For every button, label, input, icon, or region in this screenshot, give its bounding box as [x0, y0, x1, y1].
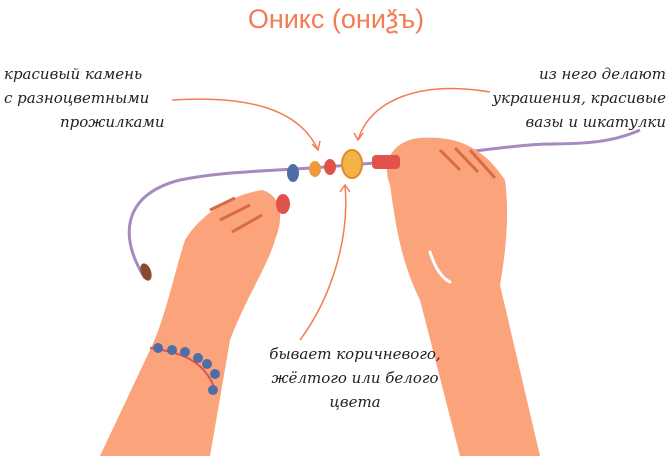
bead-orange	[309, 161, 321, 177]
left-fingernail	[276, 194, 290, 214]
right-hand	[386, 137, 540, 456]
note-line: бывает коричневого,	[269, 345, 441, 363]
bracelet	[149, 343, 220, 395]
note-top-right: из него делают украшения, красивые вазы …	[492, 62, 666, 134]
bead-red	[324, 159, 336, 175]
note-line: украшения, красивые	[492, 89, 666, 107]
note-line: прожилками	[60, 113, 165, 131]
onyx-stone	[341, 149, 363, 179]
note-line: из него делают	[538, 65, 666, 83]
bead-blue	[287, 164, 299, 182]
note-line: жёлтого или белого	[271, 369, 439, 387]
note-top-left: красивый камень с разноцветными прожилка…	[4, 62, 165, 134]
arrows	[171, 87, 491, 341]
note-line: вазы и шкатулки	[525, 113, 666, 131]
bead-tube	[372, 155, 400, 169]
thread-end	[140, 263, 152, 281]
left-hand	[100, 190, 281, 456]
note-line: с разноцветными	[4, 89, 150, 107]
page-title: Оникс (ониѯъ)	[247, 4, 425, 34]
note-line: цвета	[329, 393, 381, 411]
note-line: красивый камень	[4, 65, 143, 83]
note-bottom: бывает коричневого, жёлтого или белого ц…	[260, 342, 450, 414]
